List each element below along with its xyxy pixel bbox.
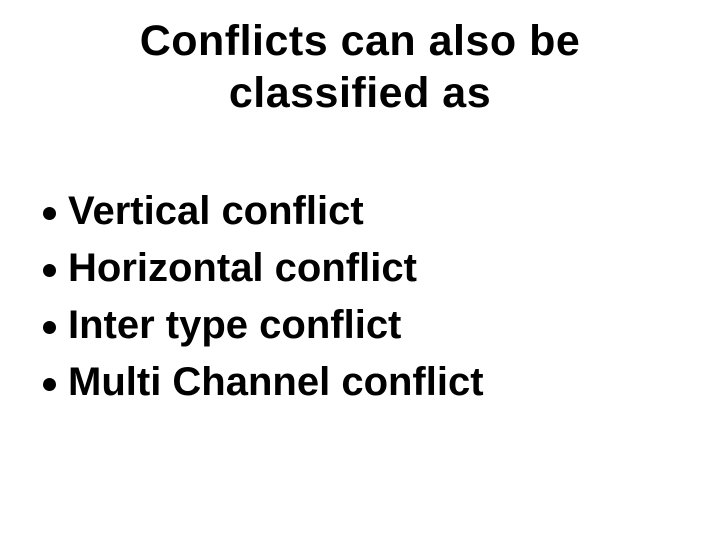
- bullet-icon: [43, 207, 56, 220]
- bullet-label: Vertical conflict: [68, 189, 364, 233]
- bullet-icon: [43, 378, 56, 391]
- bullet-item-multi-channel-conflict: Multi Channel conflict: [40, 354, 484, 411]
- bullet-item-horizontal-conflict: Horizontal conflict: [40, 240, 484, 297]
- bullet-item-vertical-conflict: Vertical conflict: [40, 183, 484, 240]
- bullet-icon: [43, 321, 56, 334]
- bullet-label: Multi Channel conflict: [68, 360, 484, 404]
- bullet-item-inter-type-conflict: Inter type conflict: [40, 297, 484, 354]
- slide-title-line-1: Conflicts can also be: [139, 17, 581, 65]
- slide-title: Conflicts can also be classified as: [0, 15, 720, 119]
- bullet-list: Vertical conflict Horizontal conflict In…: [40, 183, 484, 411]
- bullet-label: Inter type conflict: [68, 303, 402, 347]
- bullet-icon: [43, 264, 56, 277]
- slide-title-line-2: classified as: [228, 69, 492, 117]
- bullet-label: Horizontal conflict: [68, 246, 417, 290]
